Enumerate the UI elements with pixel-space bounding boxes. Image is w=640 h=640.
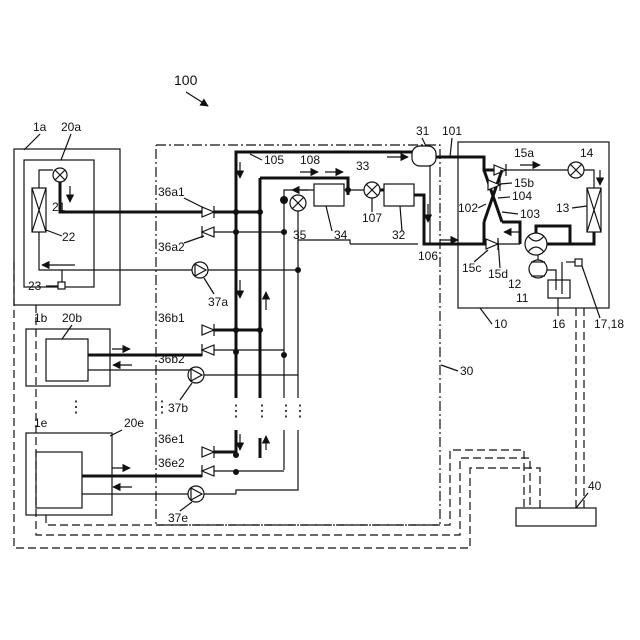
label-101: 101: [442, 124, 462, 138]
label-20a: 20a: [61, 120, 81, 134]
controller-40: [516, 508, 596, 526]
label-108: 108: [300, 153, 320, 167]
label-15a: 15a: [514, 146, 534, 160]
label-14: 14: [580, 146, 594, 160]
label-1a: 1a: [33, 120, 47, 134]
label-22: 22: [62, 230, 76, 244]
label-20e: 20e: [124, 416, 144, 430]
label-20b: 20b: [62, 311, 82, 325]
relay-ellipsis: ⋮: [228, 403, 244, 420]
relay-tank-31: [412, 146, 436, 166]
label-40: 40: [588, 479, 602, 493]
box-x-icon: [587, 188, 601, 232]
triangle-bar-icon: [486, 238, 498, 250]
circle-x-icon: [568, 162, 584, 178]
sensor-17-18-icon: [575, 259, 582, 266]
sensor-23-icon: [58, 282, 65, 289]
label-31: 31: [416, 124, 430, 138]
valve-group-a: 36a1 36a2 37a: [158, 185, 298, 309]
label-37b: 37b: [168, 401, 188, 415]
label-104: 104: [512, 189, 532, 203]
indoor-unit-1e-outer-frame: [26, 433, 112, 515]
relay-ellipsis-4: ⋮: [292, 403, 308, 420]
circle-triangle-icon: [188, 367, 204, 383]
circle-x-icon: [290, 195, 306, 211]
box-x-icon: [32, 188, 46, 232]
label-36e2: 36e2: [158, 456, 185, 470]
label-16: 16: [552, 317, 566, 331]
circle-triangle-icon: [192, 262, 208, 278]
accumulator-16: [548, 280, 570, 298]
label-107: 107: [362, 211, 382, 225]
label-105: 105: [264, 153, 284, 167]
valve-group-e: 36e1 36e2 37e: [158, 432, 298, 525]
outdoor-unit-10: 10 15a 14 13: [458, 142, 624, 331]
label-12: 12: [508, 277, 522, 291]
label-33: 33: [356, 159, 370, 173]
circle-triangle-icon: [188, 486, 204, 502]
system-label: 100: [174, 72, 198, 88]
valve-group-b: 36b1 36b2 37b: [158, 311, 298, 415]
triangle-bar-icon: [202, 465, 214, 477]
indoor-unit-1b-outer-frame: [26, 329, 110, 386]
circle-x-icon: [53, 168, 67, 182]
label-37a: 37a: [208, 295, 228, 309]
label-15c: 15c: [462, 261, 481, 275]
label-102: 102: [458, 201, 478, 215]
label-36e1: 36e1: [158, 432, 185, 446]
label-10: 10: [494, 317, 508, 331]
label-36b1: 36b1: [158, 311, 185, 325]
relay-hx-32: [384, 184, 414, 206]
label-23: 23: [28, 279, 42, 293]
relay-hx-34: [314, 184, 344, 206]
label-36a2: 36a2: [158, 240, 185, 254]
compressor-icon: [529, 260, 547, 278]
label-36a1: 36a1: [158, 185, 185, 199]
label-103: 103: [520, 207, 540, 221]
label-36b2: 36b2: [158, 352, 185, 366]
triangle-bar-icon: [202, 344, 214, 356]
label-15b: 15b: [514, 176, 534, 190]
four-way-valve-icon: [525, 233, 547, 255]
label-30: 30: [460, 364, 474, 378]
label-17-18: 17,18: [594, 317, 624, 331]
label-13: 13: [556, 201, 570, 215]
label-15d: 15d: [488, 267, 508, 281]
system-leader-arrow: [186, 92, 208, 106]
circle-x-icon: [364, 182, 380, 198]
relay-ellipsis-2: ⋮: [254, 403, 270, 420]
triangle-bar-icon: [202, 324, 214, 336]
outdoor-unit-10-frame: [458, 142, 609, 308]
relay-piping: ⋮ ⋮ ⋮ ⋮ 105 108 33 34 35: [228, 124, 462, 475]
label-106: 106: [418, 249, 438, 263]
indoor-unit-20b-frame: [46, 339, 88, 381]
label-32: 32: [392, 228, 406, 242]
label-37e: 37e: [168, 511, 188, 525]
label-11: 11: [516, 291, 529, 305]
indoor-unit-20e-frame: [36, 452, 82, 508]
triangle-bar-icon: [202, 446, 214, 458]
ellipsis-left: ⋮: [68, 399, 84, 416]
indoor-unit-1a: 1a 20a 21 22 23: [14, 120, 202, 305]
